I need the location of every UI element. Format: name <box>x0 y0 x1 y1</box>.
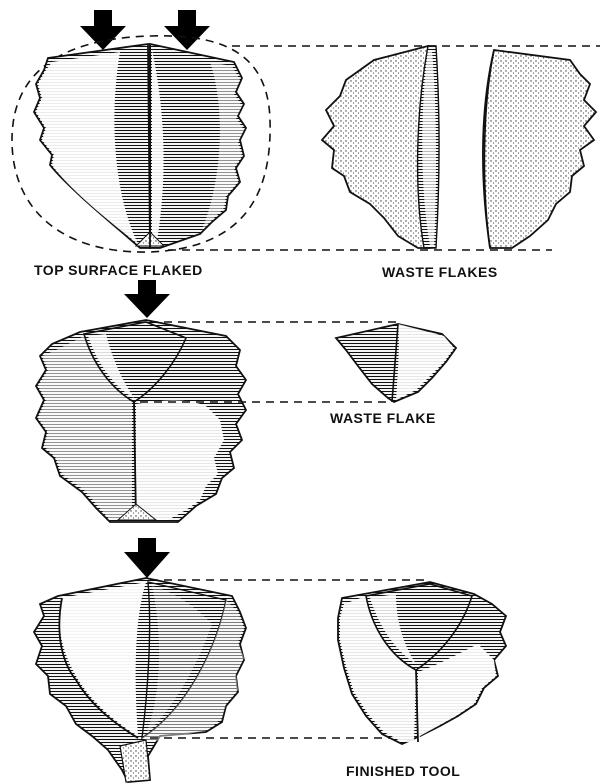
impact-arrow-3 <box>124 538 170 578</box>
caption-waste-flakes: WASTE FLAKES <box>382 264 498 280</box>
core-stage-1 <box>34 44 246 248</box>
finished-tool <box>338 582 506 744</box>
waste-flake-stage-2 <box>336 324 456 402</box>
stage-2 <box>36 280 456 522</box>
waste-flake-b <box>483 50 596 248</box>
core-stage-3 <box>34 578 246 782</box>
caption-finished-tool: FINISHED TOOL <box>346 763 460 779</box>
waste-flake-a <box>322 46 439 248</box>
stage-3 <box>34 538 506 782</box>
caption-top-surface-flaked: TOP SURFACE FLAKED <box>34 262 203 278</box>
caption-waste-flake: WASTE FLAKE <box>330 410 436 426</box>
impact-arrow-2 <box>124 280 170 318</box>
impact-arrow-right <box>164 10 210 50</box>
stage-1 <box>12 10 600 252</box>
core-stage-2 <box>36 320 246 522</box>
impact-arrow-left <box>80 10 126 50</box>
